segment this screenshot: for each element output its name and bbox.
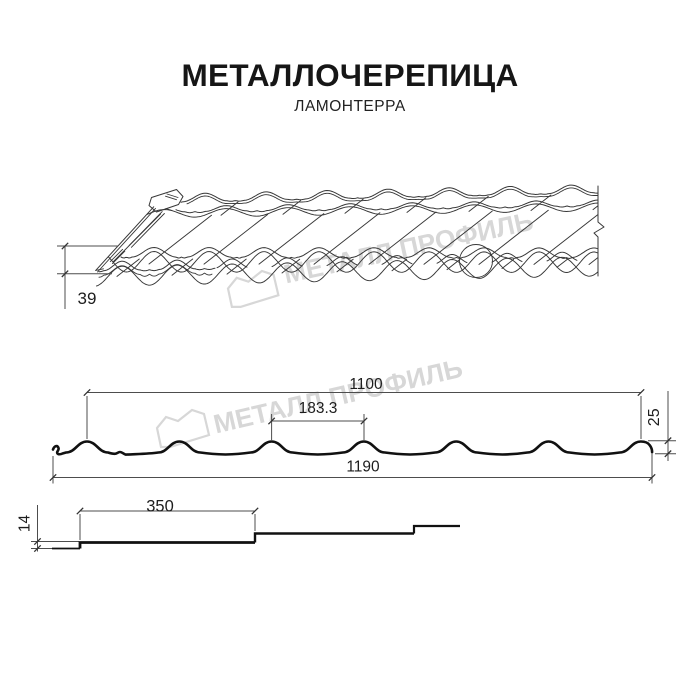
svg-text:183.3: 183.3	[299, 400, 338, 417]
svg-text:25: 25	[646, 408, 663, 426]
svg-text:14: 14	[17, 515, 34, 533]
svg-text:1100: 1100	[349, 376, 383, 393]
svg-text:1190: 1190	[346, 459, 380, 476]
svg-text:350: 350	[146, 498, 174, 516]
svg-text:МЕТАЛЛ ПРОФИЛЬ: МЕТАЛЛ ПРОФИЛЬ	[211, 353, 466, 439]
svg-text:39: 39	[78, 289, 97, 308]
